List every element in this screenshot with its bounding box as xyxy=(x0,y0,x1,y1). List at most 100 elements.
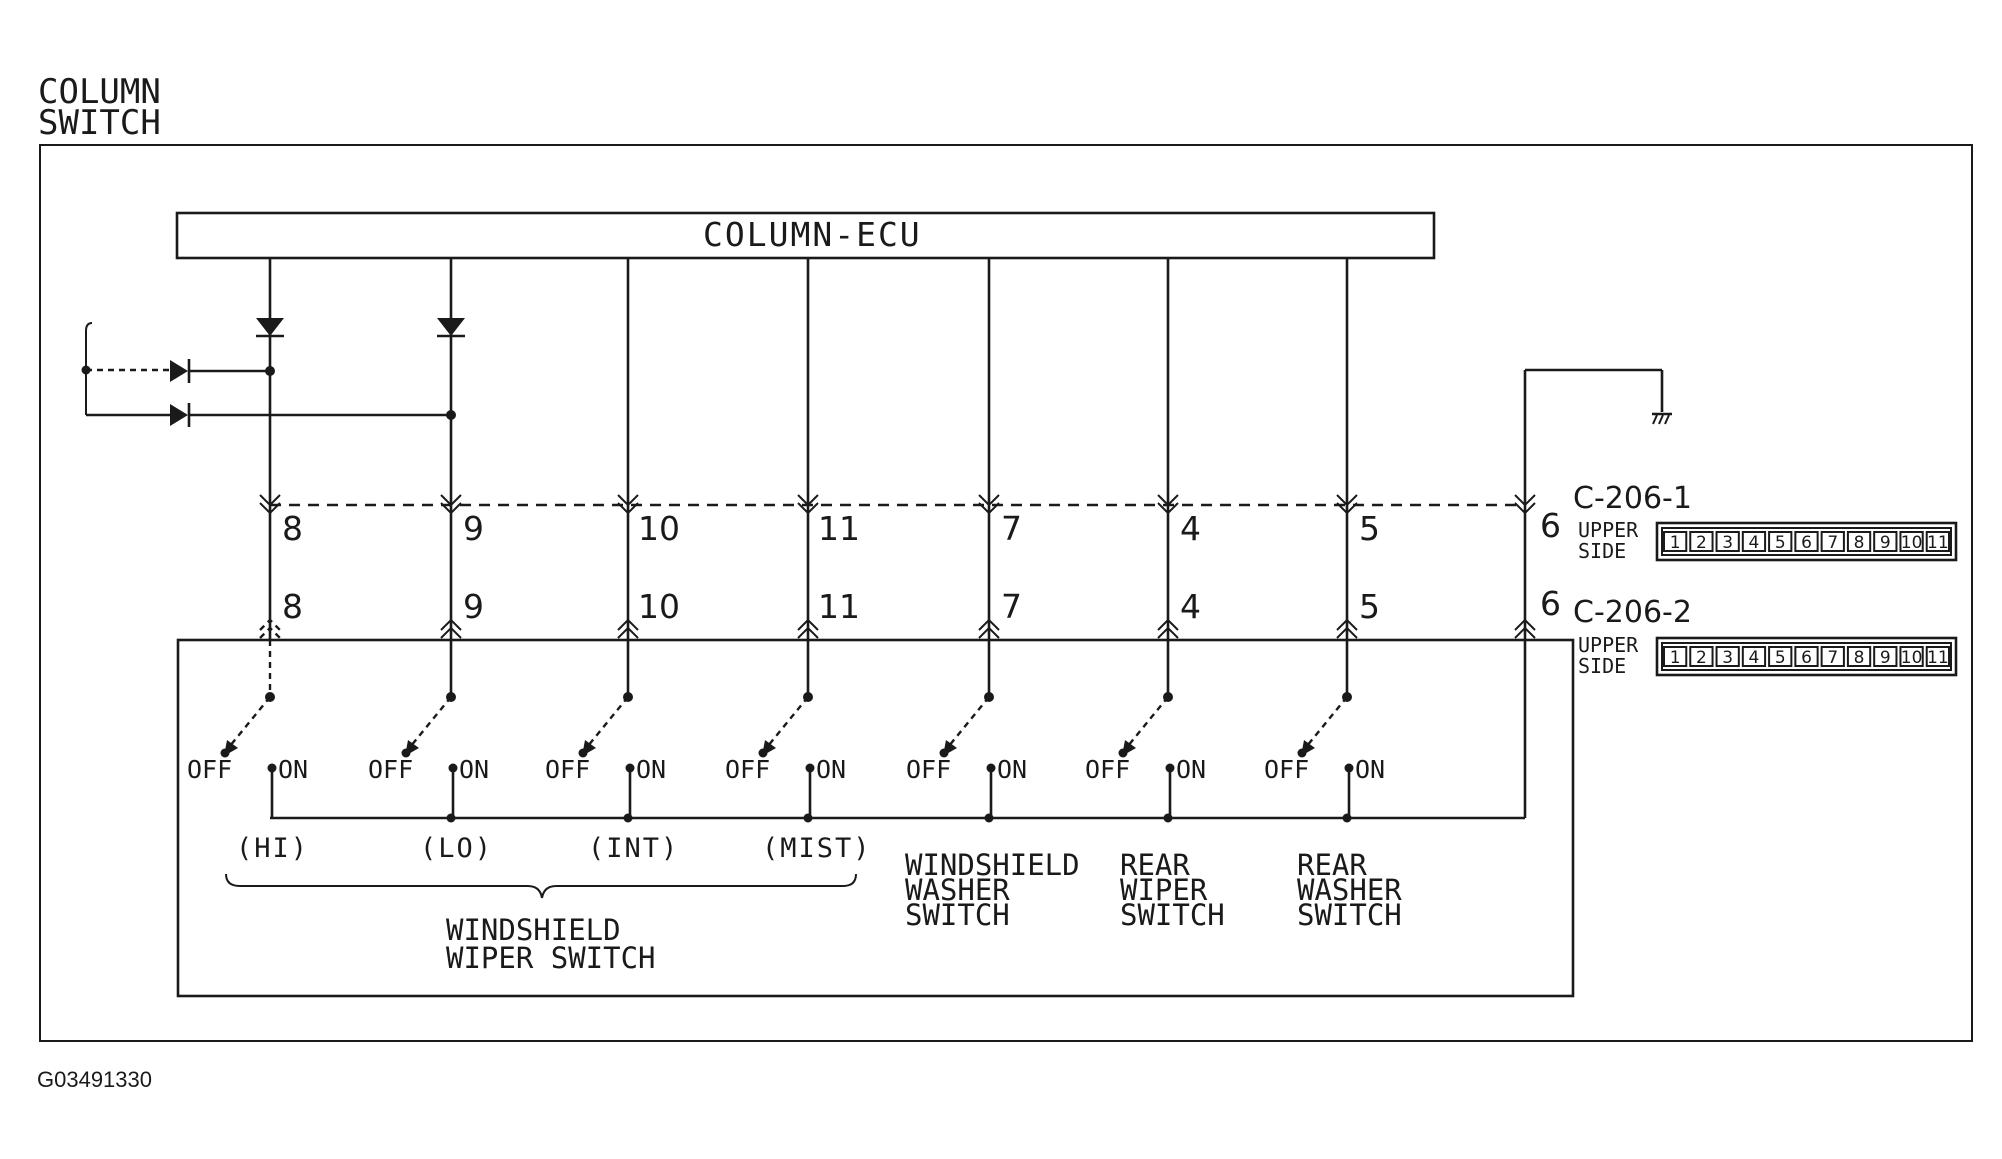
connector-cavity xyxy=(1689,646,1714,667)
connector-cavity-number: 2 xyxy=(1696,648,1707,668)
rear-washer-switch-name: REAR xyxy=(1297,848,1367,882)
connector-cavity-number: 7 xyxy=(1827,533,1838,553)
switch-on-label: ON xyxy=(997,755,1027,784)
switch-on-label: ON xyxy=(816,755,846,784)
position-label-lo: (LO) xyxy=(420,833,493,864)
signal-wires xyxy=(268,258,1349,640)
pin-label: 11 xyxy=(818,587,860,626)
position-label-hi: (HI) xyxy=(236,833,309,864)
switch-contact xyxy=(939,640,996,818)
connector-cavity xyxy=(1663,531,1688,552)
connector-cavity-number: 5 xyxy=(1775,648,1786,668)
connector-cavity xyxy=(1794,646,1819,667)
connector-cavity-number: 8 xyxy=(1854,648,1865,668)
switch-contact xyxy=(1297,640,1354,818)
connector-cavity-number: 10 xyxy=(1901,533,1923,553)
switch-assembly-box xyxy=(176,638,1575,998)
washer-switch-name: WASHER xyxy=(905,873,1010,907)
connector-cavity xyxy=(1820,646,1845,667)
connector-cavity xyxy=(1873,646,1898,667)
pin-label: 10 xyxy=(638,587,680,626)
column-ecu-box xyxy=(175,211,1436,260)
connector-side-label: UPPER xyxy=(1578,518,1639,542)
title-line-2: SWITCH xyxy=(38,103,161,143)
pin-label: 7 xyxy=(1001,509,1022,548)
switch-off-label: OFF xyxy=(725,755,770,784)
connector-cavity-number: 9 xyxy=(1880,533,1891,553)
connector-cavity-number: 6 xyxy=(1801,648,1812,668)
wiper-switch-name: WINDSHIELD xyxy=(446,913,621,947)
connector-cavity xyxy=(1768,531,1793,552)
switch-contact xyxy=(220,640,277,818)
connector-cavity xyxy=(1794,531,1819,552)
connector-cavity-number: 11 xyxy=(1927,533,1949,553)
switch-on-label: ON xyxy=(1176,755,1206,784)
connector-cavity xyxy=(1899,531,1924,552)
pin-label: 5 xyxy=(1359,509,1380,548)
wiper-switch-name: WIPER SWITCH xyxy=(446,941,656,975)
position-label-mist: (MIST) xyxy=(762,833,872,864)
rear-washer-switch-name: WASHER xyxy=(1297,873,1402,907)
pin-label: 7 xyxy=(1001,587,1022,626)
connector-c206-1-name: C-206-1 xyxy=(1573,481,1692,516)
switch-contacts xyxy=(220,640,1354,818)
switch-off-label: OFF xyxy=(368,755,413,784)
switch-contact xyxy=(578,640,635,818)
pin-label: 9 xyxy=(463,509,484,548)
switch-on-label: ON xyxy=(278,755,308,784)
connector-cavity-number: 8 xyxy=(1854,533,1865,553)
connector-cavity-number: 3 xyxy=(1722,533,1733,553)
connector-side-label: SIDE xyxy=(1578,654,1626,678)
connector-cavity xyxy=(1715,531,1740,552)
switch-contact xyxy=(1118,640,1175,818)
washer-switch-name: WINDSHIELD xyxy=(905,848,1080,882)
connector-c206-2-name: C-206-2 xyxy=(1573,595,1692,630)
connector-cavity xyxy=(1925,531,1951,552)
pin-label: 9 xyxy=(463,587,484,626)
connector-cavity-number: 2 xyxy=(1696,533,1707,553)
switch-off-label: OFF xyxy=(545,755,590,784)
switch-off-label: OFF xyxy=(1264,755,1309,784)
connector-cavity xyxy=(1663,646,1688,667)
pin-label: 10 xyxy=(638,509,680,548)
connector-cavity-number: 1 xyxy=(1670,648,1681,668)
pin-label: 11 xyxy=(818,509,860,548)
switch-contact xyxy=(758,640,815,818)
ground-pin-label: 6 xyxy=(1540,584,1561,623)
switch-off-label: OFF xyxy=(1085,755,1130,784)
terminal-marks xyxy=(259,494,1536,639)
column-ecu-label: COLUMN-ECU xyxy=(703,215,922,254)
connector-cavity xyxy=(1820,531,1845,552)
switch-contact xyxy=(401,640,458,818)
connector-cavity xyxy=(1689,531,1714,552)
connector-cavity xyxy=(1741,646,1767,667)
pin-label: 4 xyxy=(1180,509,1201,548)
rear-wiper-switch-name: WIPER xyxy=(1120,873,1208,907)
connector-cavity xyxy=(1741,531,1767,552)
connector-cavity-number: 6 xyxy=(1801,533,1812,553)
position-label-int: (INT) xyxy=(588,833,679,864)
connector-cavity-number: 10 xyxy=(1901,648,1923,668)
pin-label: 8 xyxy=(282,587,303,626)
ecu-line-diodes xyxy=(256,318,465,338)
connector-cavity xyxy=(1899,646,1924,667)
wiper-group-brace xyxy=(225,873,857,899)
ground-pin-label: 6 xyxy=(1540,506,1561,545)
connector-cavity-number: 11 xyxy=(1927,648,1949,668)
pin-label: 8 xyxy=(282,509,303,548)
rear-wiper-switch-name: SWITCH xyxy=(1120,898,1225,932)
connector-cavity-number: 1 xyxy=(1670,533,1681,553)
connector-cavity xyxy=(1768,646,1793,667)
connector-cavity-number: 7 xyxy=(1827,648,1838,668)
connector-cavity xyxy=(1846,531,1872,552)
connector-cavity xyxy=(1846,646,1872,667)
connector-cavity-number: 4 xyxy=(1749,648,1760,668)
connector-cavity-number: 4 xyxy=(1749,533,1760,553)
washer-switch-name: SWITCH xyxy=(905,898,1010,932)
connector-cavity-number: 3 xyxy=(1722,648,1733,668)
switch-off-label: OFF xyxy=(187,755,232,784)
